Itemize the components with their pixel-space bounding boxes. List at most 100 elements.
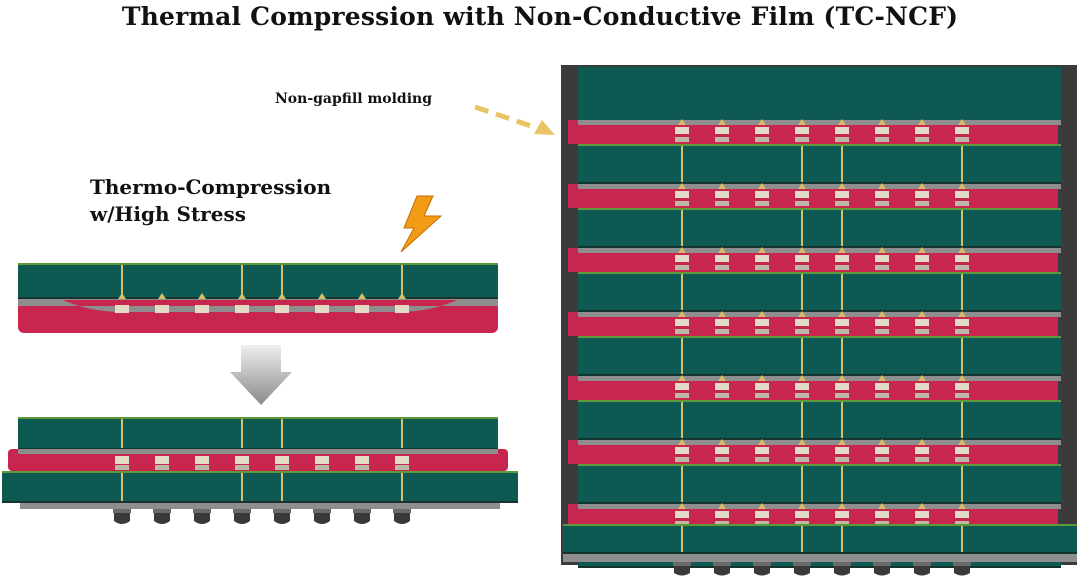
micro-bump [315, 305, 329, 313]
micro-bump [235, 305, 249, 313]
bump-pad [915, 393, 929, 398]
micro-bump [755, 255, 769, 262]
micro-bump [875, 447, 889, 454]
bump-cap [758, 439, 766, 445]
micro-bump [835, 511, 849, 518]
bump-cap [278, 293, 286, 299]
bump-cap [718, 503, 726, 509]
ncf-film [18, 300, 498, 333]
c4-pad [953, 562, 971, 566]
micro-bump [675, 383, 689, 390]
core-die-topline [578, 144, 1061, 146]
c4-bump [874, 566, 890, 576]
rdl-layer [578, 312, 1061, 317]
bump-pad [915, 137, 929, 142]
micro-bump [755, 319, 769, 326]
bump-cap [958, 503, 966, 509]
c4-pad [873, 562, 891, 566]
bump-pad [675, 329, 689, 334]
bump-cap [838, 503, 846, 509]
c4-pad [313, 509, 331, 513]
micro-bump [915, 447, 929, 454]
bump-cap [758, 375, 766, 381]
bump-pad [195, 465, 209, 470]
bump-cap [718, 119, 726, 125]
c4-pad [113, 509, 131, 513]
c4-pad [793, 562, 811, 566]
bump-cap [838, 439, 846, 445]
bump-cap [758, 183, 766, 189]
bump-cap [958, 311, 966, 317]
post-bond-stack [2, 417, 518, 524]
bump-cap [718, 247, 726, 253]
micro-bump [795, 191, 809, 198]
bump-cap [678, 375, 686, 381]
bump-cap [838, 247, 846, 253]
rdl-layer [578, 248, 1061, 253]
bump-pad [955, 265, 969, 270]
c4-pad [273, 509, 291, 513]
micro-bump [835, 255, 849, 262]
upper-die-topline [18, 263, 498, 265]
bump-pad [795, 393, 809, 398]
bump-cap [958, 119, 966, 125]
micro-bump [715, 383, 729, 390]
micro-bump [875, 383, 889, 390]
bump-pad [675, 137, 689, 142]
micro-bump [395, 456, 409, 464]
bump-pad [115, 465, 129, 470]
tsv [801, 466, 803, 502]
tsv [841, 146, 843, 182]
core-die-topline [578, 336, 1061, 338]
molding-pointer-arrow [474, 104, 555, 135]
bump-pad [675, 201, 689, 206]
bump-cap [238, 293, 246, 299]
tsv [681, 210, 683, 246]
tsv [841, 274, 843, 310]
base-die-bottomline [2, 501, 518, 503]
bump-cap [798, 439, 806, 445]
bump-pad [395, 465, 409, 470]
bump-cap [678, 503, 686, 509]
c4-pad [833, 562, 851, 566]
core-die-bottomline [578, 438, 1061, 440]
micro-bump [915, 511, 929, 518]
thermo-compression-label-line1: Thermo-Compression [90, 175, 332, 199]
micro-bump [195, 305, 209, 313]
bump-cap [718, 183, 726, 189]
c4-bump [794, 566, 810, 576]
core-die-bottomline [578, 502, 1061, 504]
tsv [681, 274, 683, 310]
bump-cap [958, 183, 966, 189]
c4-bump [394, 513, 410, 524]
ncf-upper-edge [18, 299, 498, 312]
bump-cap [718, 311, 726, 317]
micro-bump [835, 383, 849, 390]
micro-bump [875, 255, 889, 262]
down-arrow-icon [230, 345, 292, 405]
tsv [841, 526, 843, 552]
micro-bump [955, 127, 969, 134]
micro-bump [875, 191, 889, 198]
micro-bump [355, 456, 369, 464]
tsv [961, 402, 963, 438]
bump-cap [878, 247, 886, 253]
micro-bump [835, 191, 849, 198]
micro-bump [795, 383, 809, 390]
bump-pad [835, 329, 849, 334]
tsv [401, 265, 403, 297]
core-die-bottomline [578, 310, 1061, 312]
bump-pad [315, 465, 329, 470]
bump-cap [918, 119, 926, 125]
bump-pad [755, 457, 769, 462]
tsv [961, 146, 963, 182]
c4-pad [353, 509, 371, 513]
tsv [121, 473, 123, 501]
tsv [961, 338, 963, 374]
micro-bump [675, 255, 689, 262]
bump-pad [795, 137, 809, 142]
c4-pad [713, 562, 731, 566]
bump-cap [838, 119, 846, 125]
bump-pad [795, 329, 809, 334]
